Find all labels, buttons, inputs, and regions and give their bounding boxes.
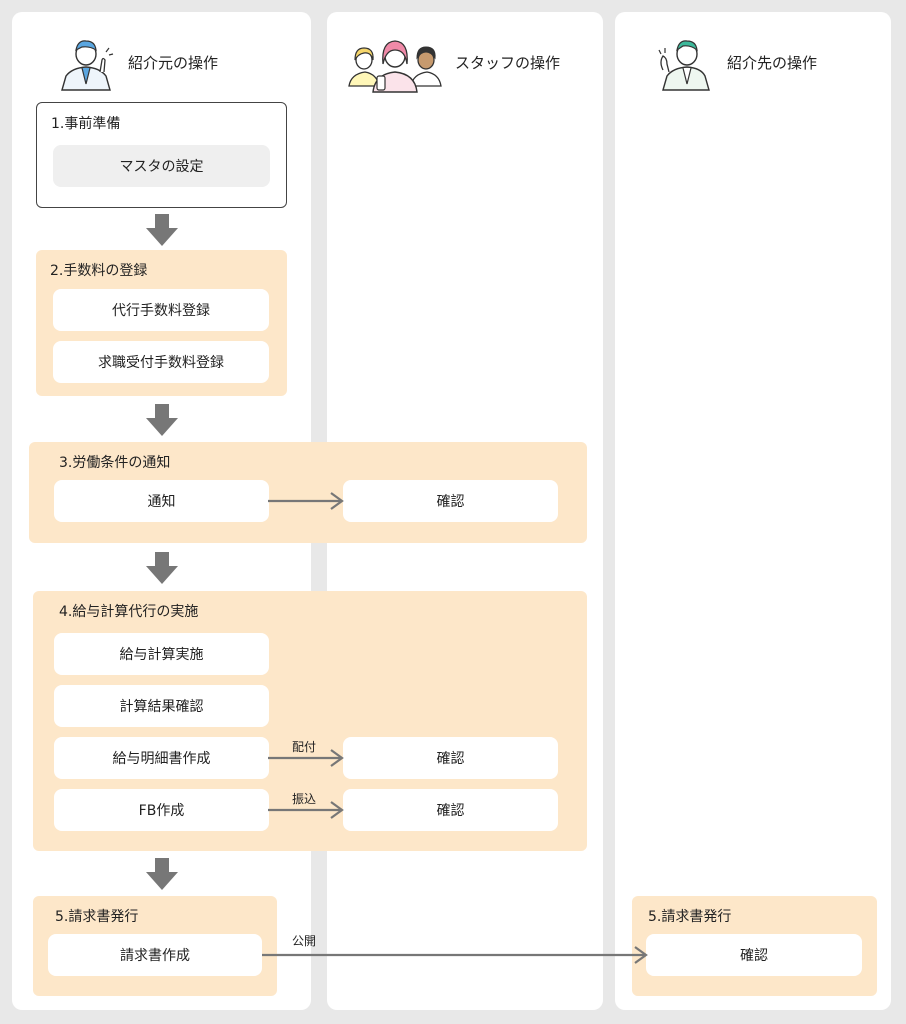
right-arrow-icon [268,801,344,819]
right-arrow-icon [268,749,344,767]
step2-box: 2.手数料の登録 代行手数料登録 求職受付手数料登録 [36,250,287,396]
step4-box: 4.給与計算代行の実施 給与計算実施 計算結果確認 給与明細書作成 FB作成 確… [33,591,587,851]
step1-title: 1.事前準備 [51,116,121,132]
step1-box: 1.事前準備 マスタの設定 [36,102,287,208]
step1-item-master-settings[interactable]: マスタの設定 [53,145,270,187]
arrow-label-transfer: 振込 [292,792,317,806]
right-arrow-icon [268,492,344,510]
column-title-introducer: 紹介元の操作 [128,53,219,72]
step3-item-notify[interactable]: 通知 [54,480,269,522]
column-header-introducer: 紹介元の操作 [56,30,218,94]
down-arrow-icon [146,214,178,246]
down-arrow-icon [146,404,178,436]
staff-group-icon [348,40,442,93]
step3-box: 3.労働条件の通知 通知 確認 [29,442,587,543]
column-title-client: 紹介先の操作 [727,53,818,72]
step4-item-payslip[interactable]: 給与明細書作成 [54,737,269,779]
step5-title: 5.請求書発行 [55,909,139,925]
column-header-staff: スタッフの操作 [347,30,560,94]
step2-item-job-seeker-fee[interactable]: 求職受付手数料登録 [53,341,269,383]
column-client: 紹介先の操作 [615,12,891,1010]
column-title-staff: スタッフの操作 [455,53,561,72]
step5-item-create-invoice[interactable]: 請求書作成 [48,934,262,976]
step4-staff-confirm-fb[interactable]: 確認 [343,789,558,831]
client-person-icon [658,40,710,91]
step4-title: 4.給与計算代行の実施 [59,604,199,620]
arrow-label-publish: 公開 [292,934,317,948]
step5-box: 5.請求書発行 請求書作成 [33,896,277,996]
step4-item-payroll-run[interactable]: 給与計算実施 [54,633,269,675]
step4-staff-confirm-payslip[interactable]: 確認 [343,737,558,779]
right-arrow-icon [262,946,648,964]
step3-title: 3.労働条件の通知 [59,455,171,471]
step3-staff-confirm[interactable]: 確認 [343,480,558,522]
column-header-client: 紹介先の操作 [655,30,817,94]
step5-dest-title: 5.請求書発行 [648,909,732,925]
arrow-label-distribute: 配付 [292,740,317,754]
introducer-person-icon [61,40,114,91]
step4-item-fb[interactable]: FB作成 [54,789,269,831]
down-arrow-icon [146,552,178,584]
step5-dest-box: 5.請求書発行 確認 [632,896,877,996]
step2-title: 2.手数料の登録 [50,263,148,279]
down-arrow-icon [146,858,178,890]
step4-item-result-check[interactable]: 計算結果確認 [54,685,269,727]
step5-client-confirm[interactable]: 確認 [646,934,862,976]
step2-item-agency-fee[interactable]: 代行手数料登録 [53,289,269,331]
